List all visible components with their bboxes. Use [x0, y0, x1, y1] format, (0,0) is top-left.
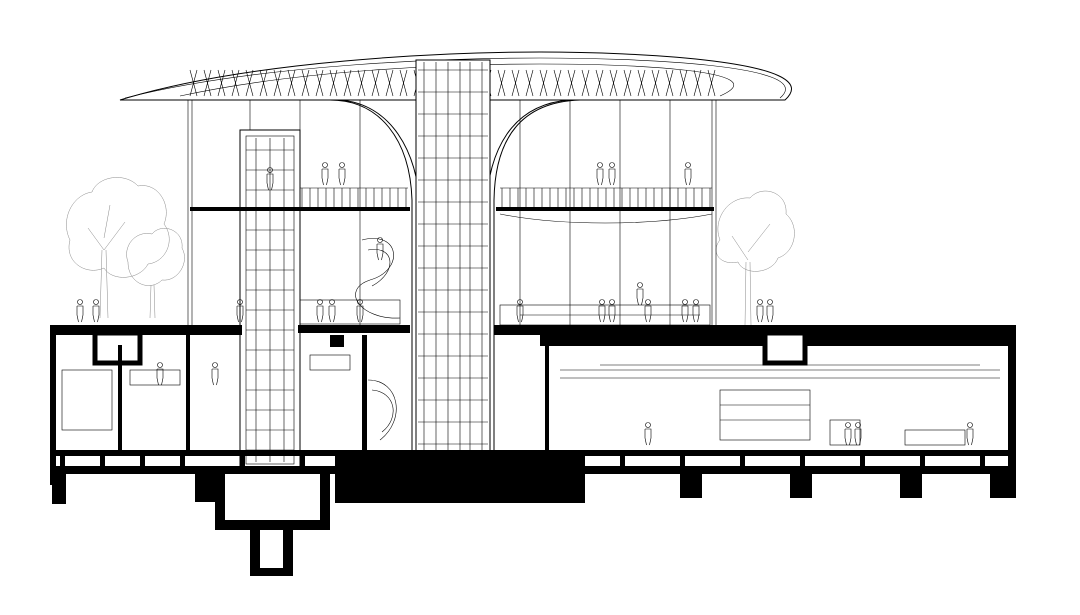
people-figures	[76, 162, 974, 446]
person-figure	[92, 299, 100, 323]
person-figure	[156, 362, 164, 386]
person-figure	[236, 299, 244, 323]
glass-elevator-shaft	[239, 129, 301, 471]
person-figure	[756, 299, 764, 323]
person-figure	[316, 299, 324, 323]
person-figure	[596, 162, 604, 186]
tree-left-small	[126, 228, 185, 319]
person-figure	[338, 162, 346, 186]
spiral-staircase	[355, 238, 401, 441]
person-figure	[766, 299, 774, 323]
person-figure	[608, 162, 616, 186]
central-mushroom-column	[329, 59, 581, 461]
basement-interior	[61, 354, 966, 446]
basement-ducts	[92, 330, 1000, 379]
person-figure	[692, 299, 700, 323]
person-figure	[844, 422, 852, 446]
person-figure	[644, 299, 652, 323]
person-figure	[76, 299, 84, 323]
person-figure	[211, 362, 219, 386]
person-figure	[321, 162, 329, 186]
person-figure	[608, 299, 616, 323]
person-figure	[516, 299, 524, 323]
person-figure	[376, 237, 384, 261]
person-figure	[598, 299, 606, 323]
person-figure	[681, 299, 689, 323]
person-figure	[266, 167, 274, 191]
person-figure	[854, 422, 862, 446]
upper-deck-right	[496, 187, 714, 224]
person-figure	[356, 299, 364, 323]
basement-floor-slab	[50, 450, 1016, 504]
person-figure	[328, 299, 336, 323]
person-figure	[684, 162, 692, 186]
tree-right	[715, 190, 795, 326]
upper-deck-left	[190, 187, 410, 211]
person-figure	[966, 422, 974, 446]
tree-left-large	[66, 177, 170, 319]
basement-walls	[118, 335, 549, 460]
person-figure	[636, 282, 644, 306]
elevator-pit	[215, 474, 330, 576]
person-figure	[644, 422, 652, 446]
